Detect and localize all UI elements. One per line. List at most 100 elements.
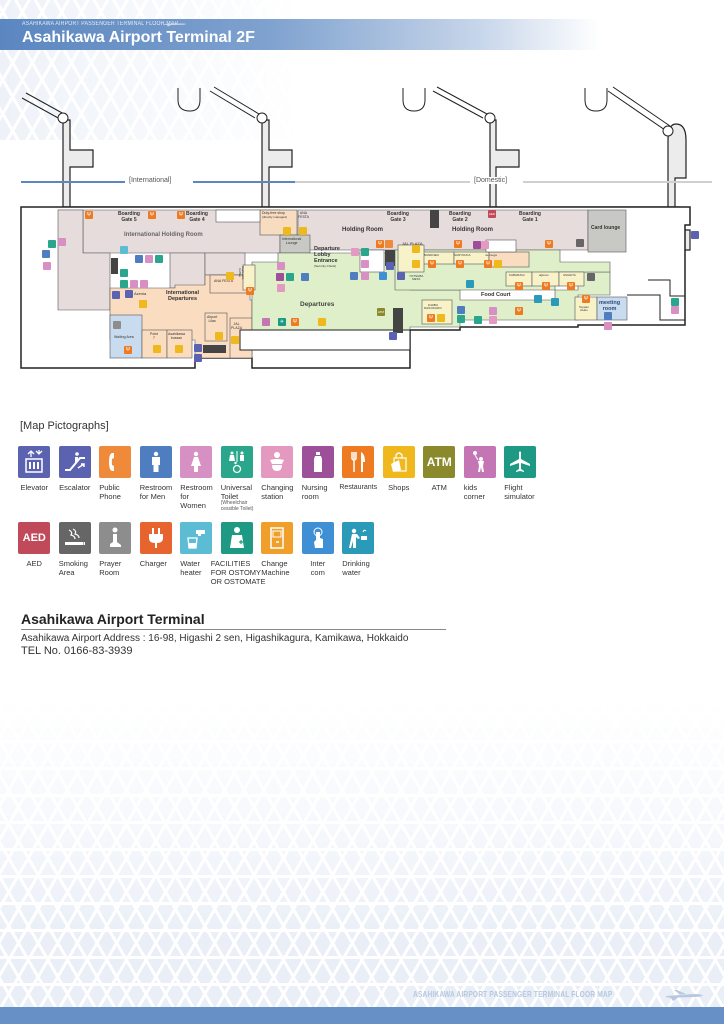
area-international-lounge: International Lounge — [282, 237, 302, 245]
flight-simulator-icon — [504, 446, 537, 478]
area-boarding-gate-2: Boarding Gate 2 — [449, 211, 471, 223]
elevator-icon — [194, 354, 202, 362]
universal-toilet-icon — [671, 298, 679, 306]
restaurant-icon: Ψ — [515, 282, 523, 290]
shop-icon — [283, 227, 291, 235]
intercom-icon — [301, 522, 334, 554]
atm-icon: ATM — [423, 446, 456, 478]
universal-toilet-icon — [361, 248, 369, 256]
legend-item-changing-station: Changing station — [257, 446, 298, 512]
page-title: Asahikawa Airport Terminal 2F — [22, 29, 255, 46]
restroom-women-icon — [277, 262, 285, 270]
legend-row-2: AED AED Smoking Area Prayer Room Charger — [14, 522, 574, 586]
area-kaburagi: KABURAGI — [509, 273, 525, 277]
zone-label-domestic: [Domestic] — [472, 177, 510, 184]
terminal-address: Asahikawa Airport Address : 16-98, Higas… — [21, 633, 409, 644]
area-holding-room-right: Holding Room — [452, 227, 493, 233]
escalator-icon — [397, 272, 405, 280]
area-duty-free-note: (directly managed) — [262, 215, 287, 219]
smoking-area-icon — [587, 273, 595, 281]
elevator-icon — [691, 231, 699, 239]
restroom-women-icon — [361, 272, 369, 280]
area-aijiman: aijiman — [539, 273, 549, 277]
area-departure-lobby-entrance: Departure Lobby Entrance — [314, 246, 340, 265]
restaurant-icon: Ψ — [124, 346, 132, 354]
legend-item-aed: AED AED — [14, 522, 55, 586]
legend-row-1: Elevator Escalator Public Phone Restroom… — [14, 446, 574, 512]
area-asahiya: ASAHIYA — [563, 273, 576, 277]
universal-toilet-icon — [48, 240, 56, 248]
legend-item-restroom-women: Restroom for Women — [176, 446, 217, 512]
restaurant-icon: Ψ — [376, 240, 384, 248]
legend-item-kids-corner: kids corner — [460, 446, 501, 512]
restroom-men-icon — [42, 250, 50, 258]
area-jal-plaza-bottom: JAL PLAZA — [231, 322, 243, 330]
legend-item-universal-toilet: Universal Toilet(Wheelchair cessible Toi… — [217, 446, 258, 512]
ostomate-icon — [474, 316, 482, 324]
nursing-room-icon — [301, 446, 334, 478]
area-meeting-room: meeting room — [599, 300, 621, 313]
shop-icon — [494, 260, 502, 268]
area-boarding-gate-3: Boarding Gate 3 — [387, 211, 409, 223]
shop-icon — [231, 336, 239, 344]
shop-icon — [318, 318, 326, 326]
universal-toilet-icon — [286, 273, 294, 281]
legend: Elevator Escalator Public Phone Restroom… — [14, 446, 574, 596]
restaurant-icon: Ψ — [582, 295, 590, 303]
area-ana-festa-mid: ANA FESTA — [214, 279, 233, 283]
restaurant-icon — [342, 446, 375, 478]
legend-item-elevator: Elevator — [14, 446, 55, 512]
phone-icon — [385, 240, 393, 248]
legend-item-restroom-men: Restroom for Men — [136, 446, 177, 512]
universal-toilet-icon — [457, 315, 465, 323]
shop-icon — [299, 227, 307, 235]
restaurant-icon: Ψ — [454, 240, 462, 248]
terminal-phone: TEL No. 0166-83-3939 — [21, 645, 133, 657]
flight-simulator-icon: ✈ — [278, 318, 286, 326]
floor-map: [International] [Domestic] Boarding Gate… — [0, 80, 724, 380]
restroom-men-icon — [135, 255, 143, 263]
plane-icon — [164, 23, 186, 27]
universal-toilet-icon — [155, 255, 163, 263]
changing-station-icon — [351, 248, 359, 256]
legend-item-drinking-water: Drinking water — [338, 522, 379, 586]
footer-text: ASAHIKAWA AIRPORT PASSENGER TERMINAL FLO… — [413, 989, 613, 999]
restroom-women-icon — [489, 307, 497, 315]
restroom-women-icon — [180, 446, 213, 478]
prayer-room-icon — [99, 522, 132, 554]
smoking-area-icon — [58, 522, 91, 554]
restroom-women-icon — [43, 262, 51, 270]
restaurant-icon: Ψ — [515, 307, 523, 315]
kids-corner-icon — [262, 318, 270, 326]
legend-item-escalator: Escalator — [55, 446, 96, 512]
restaurant-icon: Ψ — [428, 260, 436, 268]
changing-station-icon — [481, 241, 489, 249]
legend-item-restaurants: Restaurants — [338, 446, 379, 512]
restroom-men-icon — [350, 272, 358, 280]
drinking-water-icon — [534, 295, 542, 303]
area-boarding-gate-5: Boarding Gate 5 — [118, 211, 140, 223]
zone-label-international: [International] — [127, 177, 174, 184]
restroom-women-icon — [671, 306, 679, 314]
area-international-departures: International Departures — [166, 290, 200, 303]
area-point-7: Point 7 — [150, 332, 158, 340]
restaurant-icon: Ψ — [456, 260, 464, 268]
elevator-icon — [389, 332, 397, 340]
legend-item-water-heater: Water heater — [176, 522, 217, 586]
restroom-women-icon — [58, 238, 66, 246]
restaurant-icon: Ψ — [567, 282, 575, 290]
change-machine-icon — [261, 522, 294, 554]
escalator-icon — [125, 290, 133, 298]
legend-item-smoking-area: Smoking Area — [55, 522, 96, 586]
restroom-men-icon — [139, 446, 172, 478]
restroom-men-icon — [604, 312, 612, 320]
area-card-lounge: Card lounge — [591, 225, 621, 231]
plane-icon — [666, 990, 703, 1001]
intercom-icon — [379, 272, 387, 280]
restroom-women-icon — [140, 280, 148, 288]
area-santouka: SANTOUKA — [454, 253, 471, 257]
area-ana-festa-top: ANA FESTA — [298, 211, 310, 219]
shop-icon — [437, 314, 445, 322]
shop-icon — [139, 300, 147, 308]
area-bandoen: BANDOEN — [424, 253, 439, 257]
